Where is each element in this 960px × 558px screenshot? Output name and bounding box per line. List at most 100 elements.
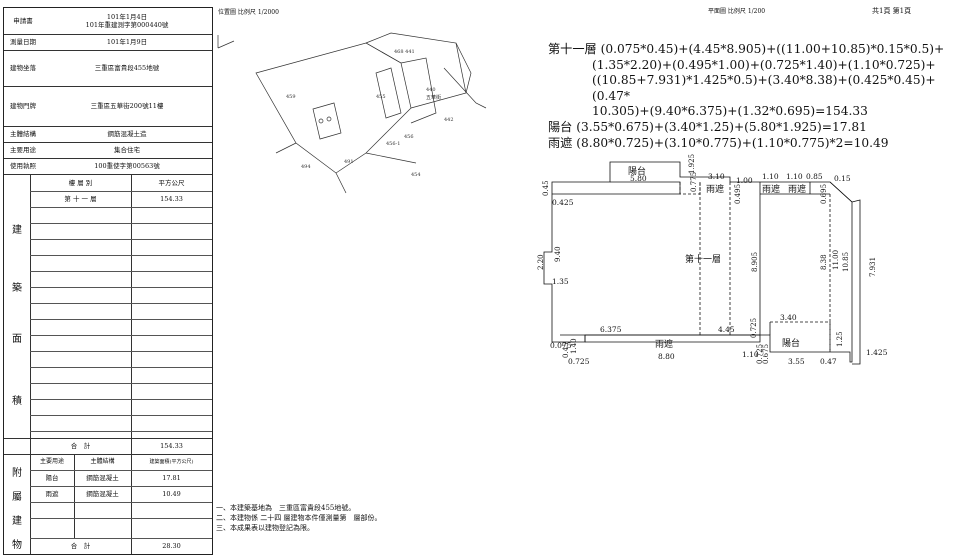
vert-char-5: 附: [12, 468, 22, 479]
plan-canopy-top-2: 雨遮: [762, 183, 780, 195]
applicant-number: 101年重建測字第000440號: [85, 21, 169, 29]
dim-310: 3.10: [708, 172, 725, 181]
vert-char-7: 建: [12, 516, 22, 527]
dim-838: 8.38: [820, 254, 828, 270]
attach-header-structure: 主體結構: [90, 458, 115, 466]
dim-0695: 0.695: [820, 184, 828, 204]
dim-220: 2.20: [537, 254, 545, 270]
dim-135: 1.35: [552, 277, 569, 286]
dim-940: 9.40: [554, 246, 562, 262]
dim-340: 3.40: [780, 313, 797, 322]
dim-0675: 0.675: [762, 344, 770, 364]
lot-491: 491: [344, 159, 354, 165]
sqm-col-header: 平方公尺: [158, 178, 185, 187]
dim-7931: 7.931: [869, 257, 877, 277]
dim-110c: 1.10: [742, 350, 759, 359]
vert-char-8: 物: [12, 540, 22, 551]
dim-045b: 0.45: [562, 342, 570, 358]
survey-date-value: 101年1月9日: [106, 38, 148, 47]
usage-value: 集合住宅: [114, 146, 140, 155]
usage-row: 主要用途 集合住宅: [4, 143, 212, 159]
dim-1425: 1.425: [866, 348, 888, 357]
floor-col-header: 樓 層 別: [68, 178, 93, 187]
applicant-row: 申請書 101年1月4日 101年重建測字第000440號: [4, 8, 212, 35]
lot-455: 455: [376, 94, 386, 100]
dim-110a: 1.10: [762, 172, 779, 181]
note-2: 二、本建物係 二十四 層建物本件僅測量第 層部份。: [216, 514, 382, 522]
usage-label: 主要用途: [10, 146, 36, 155]
attach-row-2-use: 雨遮: [45, 489, 59, 498]
dim-125: 1.25: [836, 331, 844, 347]
lot-442: 442: [444, 117, 454, 123]
floor-row-name: 第 十 一 層: [64, 194, 97, 203]
plan-canopy-bottom: 雨遮: [655, 338, 673, 350]
lot-440: 440: [426, 87, 436, 93]
location-map: 位置圖 比例尺 1/2000 459 468 441 440 五華街 442 4…: [216, 7, 526, 557]
dim-1085: 10.85: [842, 252, 850, 272]
license-row: 使用執照 100重使字第00563號: [4, 159, 212, 175]
lot-4561: 456-1: [386, 141, 400, 147]
structure-row: 主體結構 鋼筋混凝土造: [4, 127, 212, 143]
lot-441: 468 441: [394, 49, 415, 55]
dim-045: 0.45: [542, 180, 550, 196]
attach-row-2-area: 10.49: [162, 489, 181, 498]
door-label: 建物門牌: [10, 102, 36, 111]
page-info: 共1頁 第1頁: [872, 7, 912, 15]
dim-0495: 0.495: [734, 184, 742, 204]
door-value: 三重區五華街200號11樓: [90, 102, 164, 111]
survey-date-label: 測量日期: [10, 38, 36, 47]
vert-char-2: 築: [12, 283, 22, 294]
formula-line-2: (1.35*2.20)+(0.495*1.00)+(0.725*1.40)+(1…: [592, 57, 936, 72]
attach-total-label: 合 計: [70, 541, 91, 550]
attach-row-1-structure: 鋼筋混凝土: [86, 473, 119, 482]
dim-880: 8.80: [658, 352, 675, 361]
door-row: 建物門牌 三重區五華街200號11樓: [4, 87, 212, 127]
area-total-label: 合 計: [70, 441, 91, 450]
site-row: 建物坐落 三重區富貴段455地號: [4, 51, 212, 87]
dim-100: 1.00: [736, 176, 753, 185]
license-label: 使用執照: [10, 162, 36, 171]
lot-454: 454: [411, 172, 421, 178]
survey-date-row: 測量日期 101年1月9日: [4, 35, 212, 51]
dim-015: 0.15: [834, 174, 851, 183]
note-1: 一、本建築基地為 三重區富貴段455地號。: [216, 504, 356, 512]
attach-row-1-use: 陽台: [45, 473, 59, 482]
plan-scale-label: 平面圖 比例尺 1/200: [708, 8, 766, 15]
dim-1100: 11.00: [832, 250, 840, 270]
lot-459: 459: [286, 94, 296, 100]
formula-line-6: 雨遮 (8.80*0.725)+(3.10*0.775)+(1.10*0.775…: [548, 135, 889, 150]
dim-8905: 8.905: [751, 252, 759, 272]
plan-balcony-bottom: 陽台: [782, 337, 800, 349]
dim-355: 3.55: [788, 357, 805, 366]
top-cut-text: [0, 0, 960, 6]
dim-445: 4.45: [718, 325, 735, 334]
note-3: 三、本成果表以建物登記為限。: [216, 524, 314, 532]
plan-canopy-top-1: 雨遮: [706, 183, 724, 195]
license-value: 100重使字第00563號: [94, 162, 160, 171]
attach-total-value: 28.30: [162, 541, 181, 550]
dim-1925: 1.925: [688, 154, 696, 174]
floor-plan: 陽台 第十一層 雨遮 雨遮 雨遮 雨遮 陽台 5.80 3.10 1.00 1.…: [537, 154, 888, 366]
lot-494: 494: [301, 164, 311, 170]
attach-row-2-structure: 鋼筋混凝土: [86, 489, 119, 498]
applicant-label: 申請書: [13, 16, 33, 25]
lot-street: 五華街: [426, 94, 441, 101]
dim-140: 1.40: [570, 338, 578, 354]
site-label: 建物坐落: [10, 64, 36, 73]
area-total-value: 154.33: [160, 441, 183, 450]
formula-line-3: ((10.85+7.931)*1.425*0.5)+(3.40*8.38)+(0…: [592, 73, 936, 103]
area-formula: 第十一層 (0.075*0.45)+(4.45*8.905)+((11.00+1…: [548, 42, 953, 151]
plan-balcony-top: 陽台: [628, 165, 646, 177]
formula-line-5: 陽台 (3.55*0.675)+(3.40*1.25)+(5.80*1.925)…: [548, 119, 867, 134]
plan-canopy-top-3: 雨遮: [788, 183, 806, 195]
vert-char-1: 建: [12, 225, 22, 236]
applicant-date: 101年1月4日: [106, 12, 148, 21]
dim-580: 5.80: [630, 174, 647, 183]
location-map-label: 位置圖 比例尺 1/2000: [218, 9, 279, 16]
dim-0075: 0.075: [550, 341, 572, 350]
dim-110b: 1.10: [786, 172, 803, 181]
dim-0725a: 0.725: [750, 318, 758, 338]
dim-0425: 0.425: [552, 198, 574, 207]
attach-header-use: 主要用途: [39, 458, 64, 466]
dim-0775: 0.775: [690, 172, 698, 192]
